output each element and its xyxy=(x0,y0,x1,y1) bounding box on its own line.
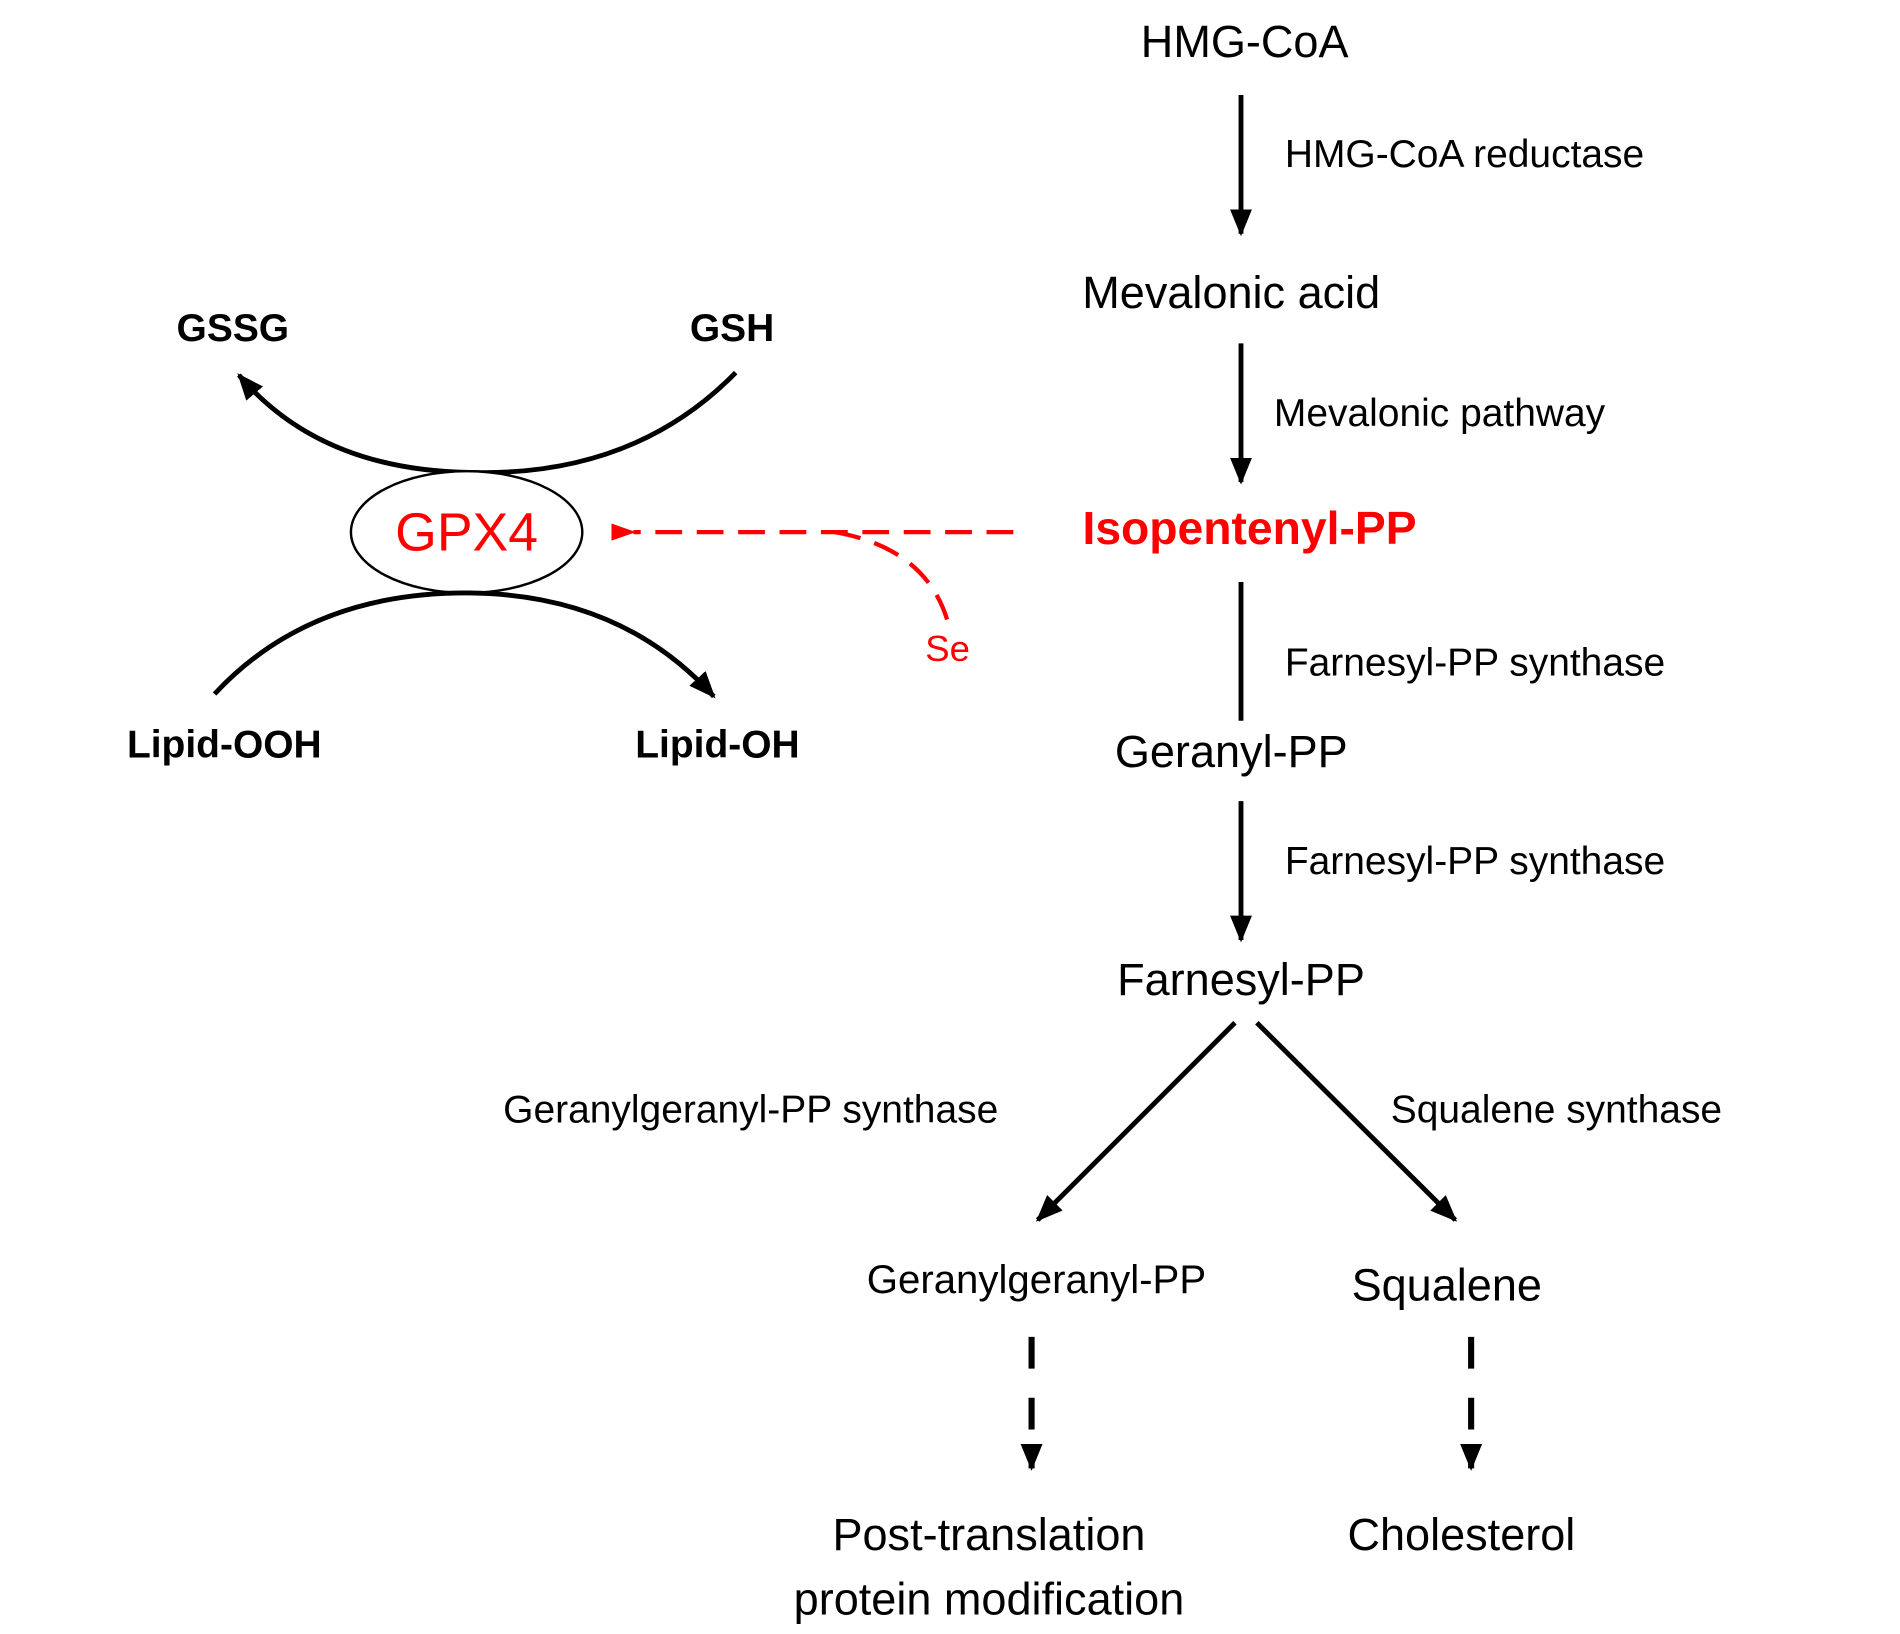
metabolite-hmg-coa: HMG-CoA xyxy=(1141,16,1349,67)
metabolite-geranyl-pp: Geranyl-PP xyxy=(1115,726,1348,777)
metabolite-farnesyl-pp: Farnesyl-PP xyxy=(1117,954,1365,1005)
enzyme-squalene-synthase: Squalene synthase xyxy=(1391,1089,1722,1132)
arrow-farnesyl-to-geranylgeranyl xyxy=(1035,1021,1237,1222)
metabolite-isopentenyl-pp: Isopentenyl-PP xyxy=(1082,502,1416,554)
dashed-curve-selenium xyxy=(833,529,950,622)
metabolite-geranylgeranyl-pp: Geranylgeranyl-PP xyxy=(867,1257,1206,1302)
enzyme-gpx4: GPX4 xyxy=(395,503,538,562)
enzyme-geranylgeranyl-pp-synthase: Geranylgeranyl-PP synthase xyxy=(503,1089,998,1132)
label-gssg: GSSG xyxy=(177,307,290,350)
outcome-cholesterol: Cholesterol xyxy=(1347,1509,1575,1560)
label-gsh: GSH xyxy=(690,307,774,350)
enzyme-hmg-coa-reductase: HMG-CoA reductase xyxy=(1285,133,1644,176)
label-lipid-oh: Lipid-OH xyxy=(635,723,799,766)
enzyme-farnesyl-pp-synthase-2: Farnesyl-PP synthase xyxy=(1285,840,1665,883)
arc-gsh-to-gssg xyxy=(237,370,738,476)
outcome-protein-modification: protein modification xyxy=(794,1574,1185,1625)
enzyme-farnesyl-pp-synthase-1: Farnesyl-PP synthase xyxy=(1285,642,1665,685)
outcome-post-translation: Post-translation xyxy=(832,1509,1145,1560)
arrow-farnesyl-to-squalene xyxy=(1255,1021,1458,1222)
arc-lipid-ooh-to-lipid-oh xyxy=(212,590,716,699)
metabolite-squalene: Squalene xyxy=(1352,1259,1542,1310)
metabolite-mevalonic-acid: Mevalonic acid xyxy=(1082,267,1380,318)
enzyme-mevalonic-pathway: Mevalonic pathway xyxy=(1274,392,1606,435)
label-selenium: Se xyxy=(925,628,970,669)
label-lipid-ooh: Lipid-OOH xyxy=(127,723,322,766)
